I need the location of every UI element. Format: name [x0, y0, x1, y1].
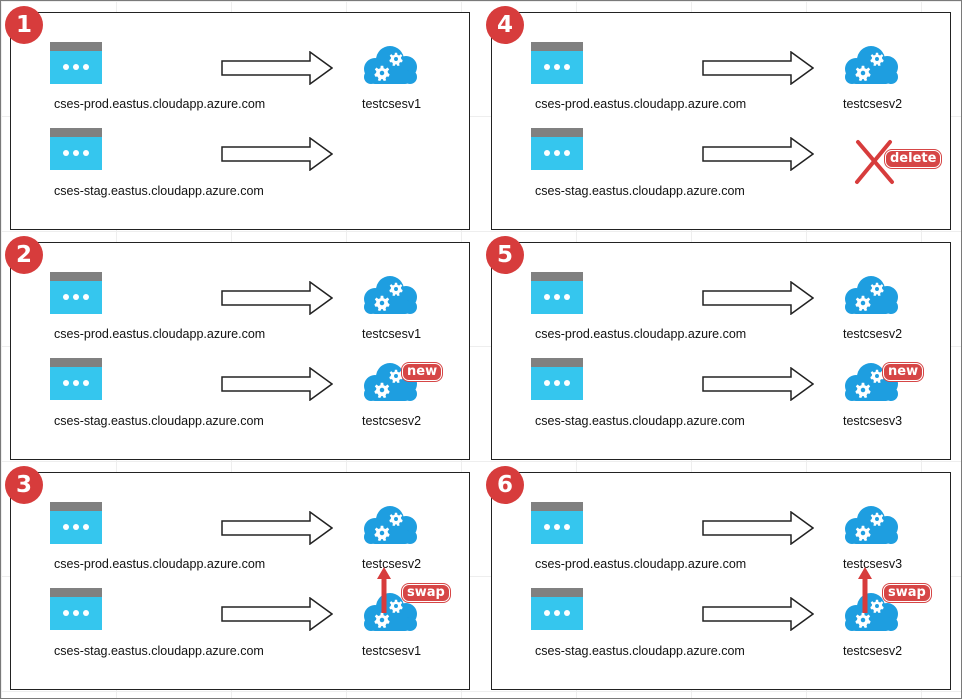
stag-target-label: testcsesv3 — [843, 414, 903, 428]
web-app-icon — [531, 272, 583, 314]
prod-domain-label: cses-prod.eastus.cloudapp.azure.com — [535, 327, 747, 341]
delete-tag: delete — [885, 150, 942, 168]
swap-tag: swap — [883, 584, 931, 602]
web-app-icon — [50, 588, 102, 630]
prod-target-label: testcsesv1 — [362, 97, 422, 111]
new-tag: new — [402, 363, 443, 381]
cloud-service-icon — [841, 272, 901, 320]
cloud-service-icon — [841, 42, 901, 90]
arrow-icon — [702, 367, 814, 401]
arrow-icon — [221, 367, 333, 401]
arrow-icon — [702, 281, 814, 315]
step-badge: 1 — [5, 6, 43, 44]
swap-arrow-icon — [858, 567, 872, 613]
step-badge: 6 — [486, 466, 524, 504]
step-panel-1: 1 cses-prod.eastus.cloudapp.azure.com te… — [5, 6, 470, 230]
stag-target-label: testcsesv2 — [843, 644, 903, 658]
cloud-service-icon — [841, 502, 901, 550]
web-app-icon — [50, 272, 102, 314]
arrow-icon — [221, 511, 333, 545]
stag-domain-label: cses-stag.eastus.cloudapp.azure.com — [54, 414, 264, 428]
prod-target-label: testcsesv2 — [843, 327, 903, 341]
step-panel-4: 4 cses-prod.eastus.cloudapp.azure.com te… — [486, 6, 951, 230]
swap-arrow-icon — [377, 567, 391, 613]
stag-domain-label: cses-stag.eastus.cloudapp.azure.com — [54, 644, 264, 658]
web-app-icon — [531, 588, 583, 630]
stag-domain-label: cses-stag.eastus.cloudapp.azure.com — [54, 184, 264, 198]
arrow-icon — [221, 597, 333, 631]
arrow-icon — [221, 137, 333, 171]
arrow-icon — [221, 281, 333, 315]
arrow-icon — [702, 597, 814, 631]
arrow-icon — [702, 51, 814, 85]
web-app-icon — [50, 358, 102, 400]
prod-target-label: testcsesv2 — [843, 97, 903, 111]
prod-domain-label: cses-prod.eastus.cloudapp.azure.com — [535, 97, 747, 111]
web-app-icon — [50, 128, 102, 170]
prod-domain-label: cses-prod.eastus.cloudapp.azure.com — [535, 557, 747, 571]
cloud-service-icon — [360, 42, 420, 90]
swap-tag: swap — [402, 584, 450, 602]
prod-target-label: testcsesv3 — [843, 557, 903, 571]
web-app-icon — [50, 42, 102, 84]
stag-domain-label: cses-stag.eastus.cloudapp.azure.com — [535, 184, 745, 198]
step-badge: 5 — [486, 236, 524, 274]
web-app-icon — [531, 128, 583, 170]
prod-target-label: testcsesv1 — [362, 327, 422, 341]
new-tag: new — [883, 363, 924, 381]
arrow-icon — [702, 511, 814, 545]
stag-target-label: testcsesv2 — [362, 414, 422, 428]
step-panel-5: 5 cses-prod.eastus.cloudapp.azure.com te… — [486, 236, 951, 460]
cloud-service-icon — [360, 502, 420, 550]
prod-domain-label: cses-prod.eastus.cloudapp.azure.com — [54, 97, 266, 111]
prod-domain-label: cses-prod.eastus.cloudapp.azure.com — [54, 557, 266, 571]
step-badge: 3 — [5, 466, 43, 504]
stag-domain-label: cses-stag.eastus.cloudapp.azure.com — [535, 644, 745, 658]
web-app-icon — [531, 502, 583, 544]
cloud-service-icon — [360, 272, 420, 320]
stag-domain-label: cses-stag.eastus.cloudapp.azure.com — [535, 414, 745, 428]
web-app-icon — [50, 502, 102, 544]
step-panel-2: 2 cses-prod.eastus.cloudapp.azure.com te… — [5, 236, 470, 460]
arrow-icon — [702, 137, 814, 171]
step-panel-3: 3 cses-prod.eastus.cloudapp.azure.com te… — [5, 466, 470, 690]
step-badge: 4 — [486, 6, 524, 44]
arrow-icon — [221, 51, 333, 85]
web-app-icon — [531, 358, 583, 400]
prod-target-label: testcsesv2 — [362, 557, 422, 571]
step-badge: 2 — [5, 236, 43, 274]
step-panel-6: 6 cses-prod.eastus.cloudapp.azure.com te… — [486, 466, 951, 690]
delete-cross-icon — [855, 140, 894, 184]
stag-target-label: testcsesv1 — [362, 644, 422, 658]
web-app-icon — [531, 42, 583, 84]
prod-domain-label: cses-prod.eastus.cloudapp.azure.com — [54, 327, 266, 341]
